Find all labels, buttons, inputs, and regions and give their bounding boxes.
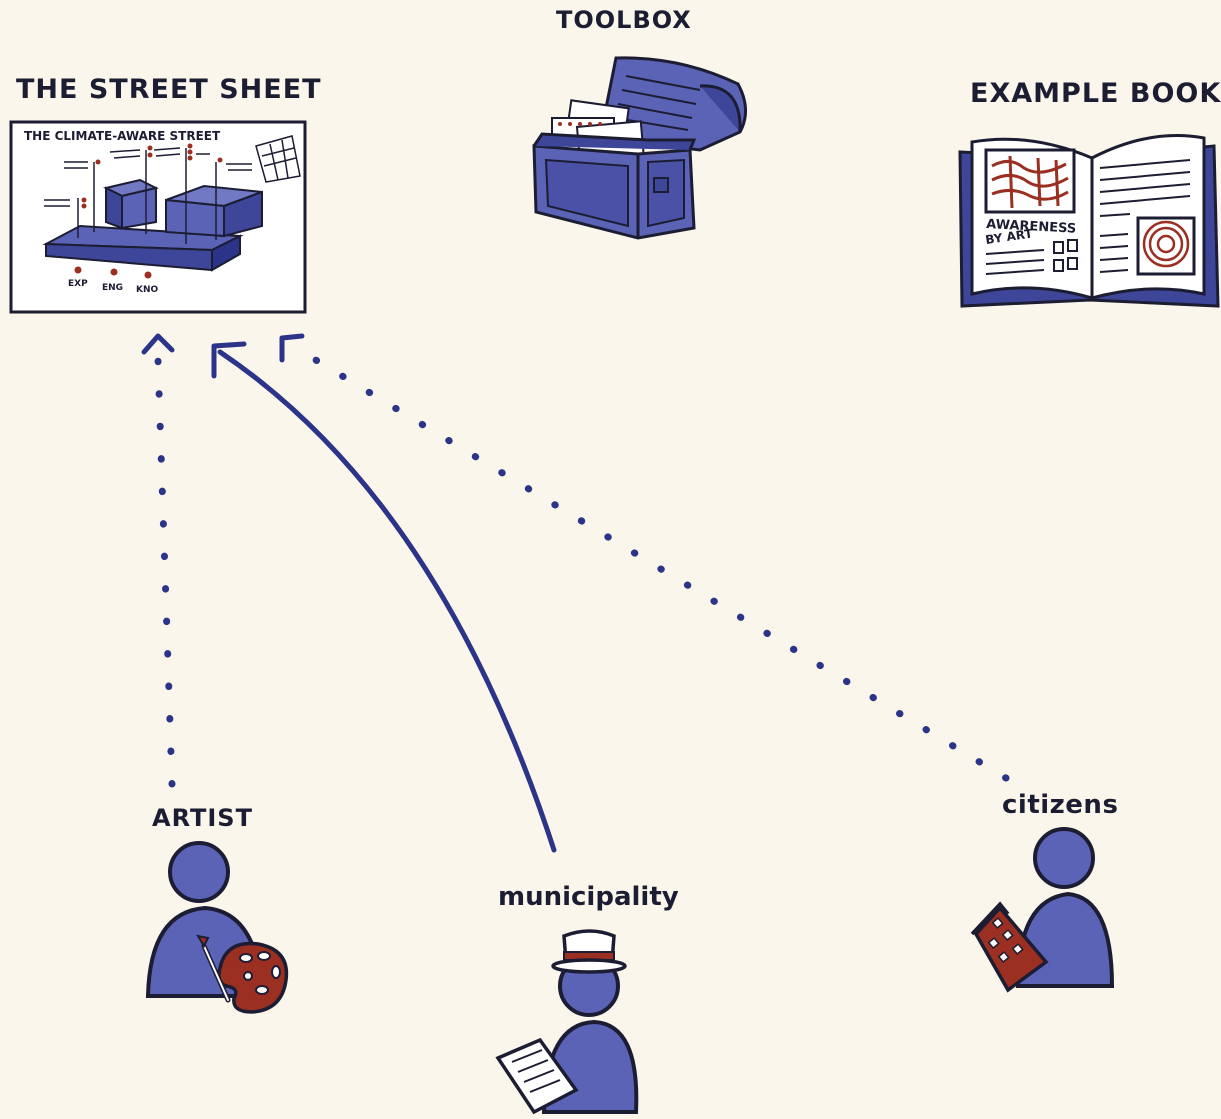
citizens-figure (970, 827, 1115, 993)
book-caption-line2: BY ART (984, 226, 1034, 247)
paint-brush-icon (195, 934, 231, 1003)
municipality-figure (495, 929, 639, 1115)
street-pins (77, 148, 217, 244)
legend-eng: ENG (102, 283, 123, 293)
arrow-artist-to-street-sheet (141, 333, 176, 788)
arrow-citizens-to-street-sheet (279, 333, 1010, 782)
street-pin-dots (81, 143, 223, 209)
street-sheet-illustration: THE CLIMATE-AWARE STREET (9, 120, 307, 314)
street-scribble-lines (44, 147, 252, 207)
example-book-title: EXAMPLE BOOK (970, 78, 1221, 109)
example-book-icon: AWARENESS BY ART (958, 134, 1220, 308)
top-hat-icon (551, 929, 627, 974)
street-sheet-heading: THE CLIMATE-AWARE STREET (24, 129, 221, 143)
legend-exp: EXP (68, 279, 88, 289)
municipality-label: municipality (498, 882, 679, 912)
toolbox-title: TOOLBOX (556, 6, 692, 34)
house-icon (970, 901, 1049, 993)
artist-figure (145, 841, 289, 1014)
arrow-municipality-to-street-sheet (211, 341, 557, 853)
street-model-icon (42, 178, 263, 272)
street-sheet-legend: EXP ENG KNO (68, 266, 159, 295)
street-sheet-title: THE STREET SHEET (16, 74, 322, 105)
citizens-label: citizens (1002, 790, 1119, 820)
legend-kno: KNO (136, 285, 159, 295)
toolbox-chest-icon (532, 56, 747, 240)
map-sketch-icon (255, 135, 301, 183)
document-icon (495, 1037, 579, 1115)
book-caption-line1: AWARENESS (986, 217, 1077, 237)
paint-palette-icon (217, 941, 289, 1014)
artist-label: ARTIST (152, 804, 253, 832)
